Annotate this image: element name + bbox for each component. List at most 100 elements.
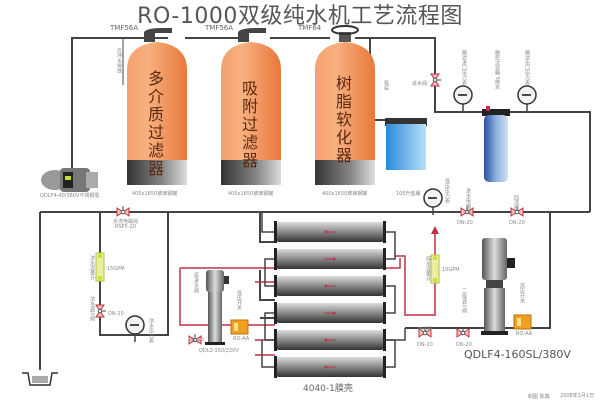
gauge-label-low: 低压压力表 xyxy=(444,178,450,203)
gauge-pre-filter-in xyxy=(453,85,473,112)
pipe-network xyxy=(39,37,591,370)
tank-label-3: 树脂软化器 xyxy=(333,75,352,165)
switch-label-1: 低压开关 xyxy=(236,290,242,310)
valve-label-stage2: 二级进水阀 xyxy=(193,268,199,293)
inlet-valve-label: 进水阀 xyxy=(412,81,428,87)
control-valve-icon xyxy=(238,28,266,42)
valve-label-left-conc: 浓水调节阀 xyxy=(89,296,95,321)
switch-model-1: RO-AA xyxy=(233,336,250,342)
gauge-low-pressure xyxy=(423,188,443,215)
valve-icon xyxy=(514,209,520,215)
membrane-housing xyxy=(274,302,386,324)
valve-model-backflow: RSP5-20 xyxy=(115,224,137,230)
tank-2 xyxy=(221,28,281,185)
valve-label-pump2: 二级调节阀 xyxy=(461,288,467,313)
flow-arrow-icon xyxy=(431,226,439,234)
valve-stage2[interactable] xyxy=(188,334,202,345)
valve-size-left-conc: DN-20 xyxy=(108,311,124,317)
diagram-title: RO-1000双级纯水机工艺流程图 xyxy=(137,4,463,29)
valve-icon xyxy=(460,330,466,336)
brine-tank-spec: 100升盐桶 xyxy=(396,191,421,197)
precision-filter xyxy=(482,106,510,182)
membrane-housing xyxy=(274,329,386,351)
valve-pump2-inlet[interactable] xyxy=(456,327,470,338)
control-valve-icon xyxy=(144,28,172,42)
pressure-switch-2 xyxy=(513,314,532,330)
membrane-housing xyxy=(274,356,386,378)
valve-group xyxy=(95,73,524,345)
valve-label-concentrate: 浓水阀 xyxy=(417,327,433,333)
valve-icon xyxy=(422,330,428,336)
valve-icon xyxy=(464,209,470,215)
valve-return[interactable] xyxy=(510,206,524,217)
handwheel-icon xyxy=(331,25,359,35)
footer-date: 2008年1月1日 xyxy=(560,393,595,399)
flow-arrow-icon xyxy=(333,311,336,315)
tank-label-2: 吸附过滤器 xyxy=(239,80,258,170)
tank-label-1: 多介质过滤器 xyxy=(145,70,164,178)
tank-spec-3: 400x1650玻璃钢罐 xyxy=(322,191,368,197)
tank-spec-1: 400x1650玻璃钢罐 xyxy=(132,191,178,197)
flowmeter-label-1: 浓水流量计 xyxy=(89,255,95,280)
flowmeter-value-1: 15GPM xyxy=(107,266,125,272)
backwash-label: 反冲水排放 xyxy=(116,48,122,73)
stage1-pump xyxy=(205,270,229,345)
raw-water-pump xyxy=(41,168,98,192)
valve-size-return: DN-20 xyxy=(509,220,525,226)
valve-label-inlet: 进水电磁阀 xyxy=(465,188,471,213)
valve-inlet-top[interactable] xyxy=(430,73,441,87)
drain-icon xyxy=(22,372,58,386)
valve-size-pump2: DN-20 xyxy=(456,342,472,348)
valve-backflow[interactable] xyxy=(116,206,130,217)
valve-left-conc[interactable] xyxy=(95,304,106,318)
pipe-softener-out xyxy=(355,37,591,212)
tank-spec-2: 400x1650玻璃钢罐 xyxy=(228,191,274,197)
membrane-housing xyxy=(274,221,386,243)
flowmeter-1 xyxy=(95,252,105,282)
footer-drawn: 制图 陈鑫 xyxy=(528,394,550,400)
valve-icon xyxy=(432,77,438,83)
valve-icon xyxy=(192,337,198,343)
brine-tank xyxy=(385,118,427,170)
brine-line-label: 吸盐 xyxy=(383,80,389,90)
flow-arrow-icon xyxy=(324,230,327,234)
gauge-label-conc: 浓水压力表 xyxy=(148,318,154,343)
valve-label-return: 回流阀 xyxy=(513,195,519,210)
flowmeter-label-2: 纯水流量计 xyxy=(425,256,431,281)
valve-label-backflow: 反洗电磁阀 xyxy=(113,219,139,225)
flow-arrow-icon xyxy=(324,338,327,342)
membrane-housing xyxy=(274,275,386,297)
valve-model-1: TMF56A xyxy=(110,24,139,32)
stage1-pump-model: QDL2-150/220V xyxy=(199,348,239,354)
flow-arrow-icon xyxy=(333,257,336,261)
gauge-group xyxy=(125,85,537,342)
switch-model-2: RO-AA xyxy=(516,331,533,337)
flowmeter-value-2: 10GPM xyxy=(442,267,460,273)
valve-model-2: TMF56A xyxy=(205,24,234,32)
membrane-label: 4040-1膜壳 xyxy=(303,384,353,394)
stage2-pump xyxy=(481,238,515,335)
pipe-pump-to-tank1 xyxy=(71,37,168,175)
flow-arrow-icon xyxy=(324,365,327,369)
valve-icon xyxy=(97,308,103,314)
membrane-housing xyxy=(274,248,386,270)
gauge-concentrate xyxy=(125,315,145,342)
valve-size-stage2: DN-20 xyxy=(188,337,204,343)
valve-icon xyxy=(120,209,126,215)
stage2-pump-model: QDLF4-160SL/380V xyxy=(464,348,571,361)
switch-label-2: 高压开关 xyxy=(519,283,525,303)
gauge-pre-filter-out xyxy=(517,85,537,112)
valve-size-concentrate: DN-20 xyxy=(417,342,433,348)
pipe-pure-out xyxy=(395,232,436,316)
pipe-stage2-return xyxy=(405,212,551,329)
raw-pump-model: QDLF4-40/380V不锈钢泵 xyxy=(40,193,100,199)
membrane-group xyxy=(261,212,406,378)
valve-size-inlet: DN-20 xyxy=(457,220,473,226)
valve-concentrate[interactable] xyxy=(418,327,432,338)
pressure-switch-1 xyxy=(230,319,249,335)
valve-inlet[interactable] xyxy=(460,206,474,217)
tank-1 xyxy=(127,28,187,185)
gauge-label-pre-out: 精滤出口压力表 xyxy=(524,50,530,85)
